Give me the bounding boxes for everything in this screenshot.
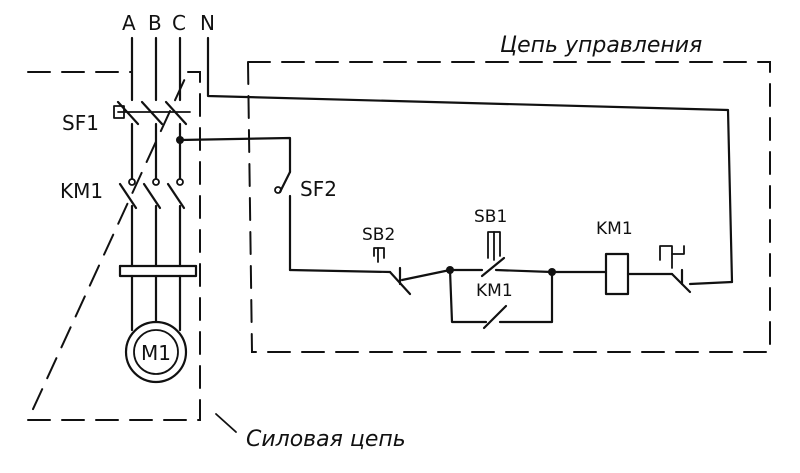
power-circuit-boundary xyxy=(26,71,201,421)
sf1-label: SF1 xyxy=(62,111,99,135)
motor-label: M1 xyxy=(141,341,171,365)
control-supply-wire xyxy=(178,136,292,174)
phase-label-a: A xyxy=(122,11,136,35)
sf2-label: SF2 xyxy=(300,177,337,201)
km1-auxiliary-contact: KM1 xyxy=(448,268,554,330)
sb1-start-button: SB1 xyxy=(448,207,554,278)
sb2-to-sb1-wire xyxy=(400,268,452,282)
sf2-breaker: SF2 xyxy=(274,170,337,272)
power-circuit-caption: Силовая цепь xyxy=(246,427,406,452)
km1-power-label: KM1 xyxy=(60,179,103,203)
sb2-stop-button: SB2 xyxy=(362,225,412,296)
phase-lines xyxy=(130,36,734,284)
phase-label-b: B xyxy=(148,11,162,35)
thermal-relay-contact xyxy=(659,245,734,294)
power-boundary-leader xyxy=(215,413,237,433)
sf1-breaker: SF1 xyxy=(62,100,191,135)
km1-coil-label: KM1 xyxy=(596,219,633,239)
control-circuit-boundary xyxy=(246,61,771,353)
control-line-to-sb2 xyxy=(288,268,392,274)
km1-main-contacts: KM1 xyxy=(60,178,186,210)
control-circuit-caption: Цепь управления xyxy=(500,33,702,58)
motor-m1: M1 xyxy=(124,320,188,384)
sb1-label: SB1 xyxy=(474,207,507,227)
phase-label-n: N xyxy=(200,11,215,35)
km1-aux-label: KM1 xyxy=(476,281,513,301)
phase-label-c: C xyxy=(172,11,186,35)
thermal-relay xyxy=(118,264,198,332)
sb2-label: SB2 xyxy=(362,225,395,245)
km1-coil: KM1 xyxy=(596,219,633,296)
